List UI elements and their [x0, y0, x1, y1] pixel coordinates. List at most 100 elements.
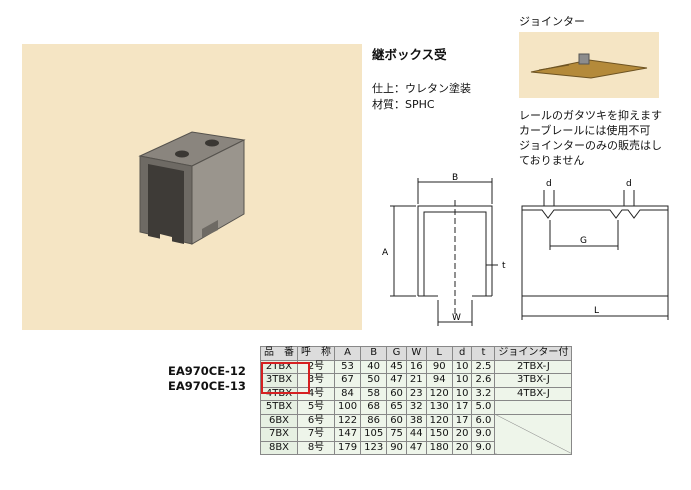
value-cell: 122 [333, 413, 362, 428]
jointer-illustration [530, 53, 648, 79]
value-cell: 4号 [297, 386, 335, 401]
material-spec: 材質：SPHC [372, 98, 435, 111]
dim-label-t: t [502, 261, 506, 271]
value-cell: 84 [333, 386, 362, 401]
dim-label-w: W [452, 313, 461, 323]
col-header: 呼 称 [297, 346, 335, 361]
value-cell: 21 [405, 373, 427, 388]
value-cell: 58 [360, 386, 388, 401]
col-header: 品 番 [260, 346, 298, 361]
col-header: t [471, 346, 496, 361]
value-cell: 38 [405, 413, 427, 428]
value-cell: 120 [425, 413, 453, 428]
value-cell: 32 [405, 400, 427, 415]
col-header: L [425, 346, 453, 361]
value-cell: 100 [333, 400, 362, 415]
model-cell: 7BX [260, 427, 298, 442]
value-cell: 147 [333, 427, 362, 442]
value-cell: 2TBX-J [494, 359, 573, 374]
value-cell: 105 [360, 427, 388, 442]
value-cell: 150 [425, 427, 453, 442]
value-cell: 10 [451, 386, 473, 401]
value-cell: 123 [360, 440, 388, 455]
value-cell: 10 [451, 373, 473, 388]
value-cell: 90 [386, 440, 407, 455]
table-header-row: 品 番 呼 称 A B G W L d t ジョインター付 [260, 346, 573, 361]
model-cell: 2TBX [260, 359, 298, 374]
model-cell: 3TBX [260, 373, 298, 388]
value-cell: 17 [451, 400, 473, 415]
value-cell: 9.0 [471, 440, 496, 455]
value-cell: 6号 [297, 413, 335, 428]
value-cell: 50 [360, 373, 388, 388]
value-cell: 179 [333, 440, 362, 455]
value-cell: 180 [425, 440, 453, 455]
value-cell: 2号 [297, 359, 335, 374]
value-cell: 68 [360, 400, 388, 415]
value-cell: 7号 [297, 427, 335, 442]
dim-label-l: L [594, 306, 599, 316]
dimension-drawing: B A t W d d G L [382, 173, 669, 326]
rail-box-illustration [138, 131, 246, 245]
value-cell: 17 [451, 413, 473, 428]
col-header: B [360, 346, 388, 361]
empty-cell [494, 413, 573, 455]
value-cell: 130 [425, 400, 453, 415]
note-line: カーブレールには使用不可 [519, 124, 651, 137]
value-cell: 47 [386, 373, 407, 388]
product-photo [22, 44, 362, 330]
value-cell: 120 [425, 386, 453, 401]
value-cell: 40 [360, 359, 388, 374]
side-view [521, 190, 669, 320]
front-view [390, 178, 498, 326]
value-cell: 2.6 [471, 373, 496, 388]
value-cell: 4TBX-J [494, 386, 573, 401]
value-cell: 67 [333, 373, 362, 388]
dim-label-g: G [580, 236, 587, 246]
dim-label-d: d [546, 179, 552, 189]
value-cell: 23 [405, 386, 427, 401]
model-cell: 8BX [260, 440, 298, 455]
value-cell: 20 [451, 427, 473, 442]
model-cell: 5TBX [260, 400, 298, 415]
model-cell: 6BX [260, 413, 298, 428]
value-cell: 47 [405, 440, 427, 455]
value-cell [494, 400, 573, 415]
col-header: A [333, 346, 362, 361]
jointer-notes: レールのガタツキを抑えます カーブレールには使用不可 ジョインターのみの販売はし… [519, 108, 662, 168]
col-header: W [405, 346, 427, 361]
order-code: EA970CE-13 [168, 379, 246, 393]
value-cell: 65 [386, 400, 407, 415]
value-cell: 5.0 [471, 400, 496, 415]
value-cell: 10 [451, 359, 473, 374]
finish-spec: 仕上：ウレタン塗装 [372, 82, 471, 95]
value-cell: 53 [333, 359, 362, 374]
note-line: ておりません [519, 154, 585, 167]
value-cell: 3.2 [471, 386, 496, 401]
value-cell: 90 [425, 359, 453, 374]
value-cell: 2.5 [471, 359, 496, 374]
jointer-photo [519, 32, 659, 98]
col-header: ジョインター付 [494, 346, 573, 361]
value-cell: 45 [386, 359, 407, 374]
col-header: d [451, 346, 473, 361]
value-cell: 9.0 [471, 427, 496, 442]
dim-label-d-2: d [626, 179, 632, 189]
technical-drawings: B A t W d d G L [372, 170, 672, 339]
value-cell: 75 [386, 427, 407, 442]
value-cell: 86 [360, 413, 388, 428]
dim-label-a: A [382, 248, 389, 258]
value-cell: 16 [405, 359, 427, 374]
value-cell: 94 [425, 373, 453, 388]
value-cell: 60 [386, 386, 407, 401]
value-cell: 8号 [297, 440, 335, 455]
value-cell: 20 [451, 440, 473, 455]
